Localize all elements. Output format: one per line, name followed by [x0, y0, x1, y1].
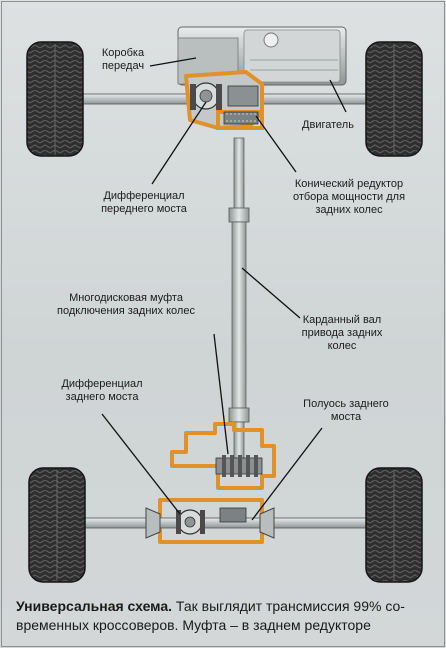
gearbox-label: Коробка передач [101, 47, 145, 72]
front-left-wheel [26, 41, 84, 157]
front-differential-label: Дифференциал переднего моста [101, 190, 187, 215]
rear-left-wheel [28, 467, 86, 583]
rear-differential-label: Дифференциал заднего моста [61, 378, 143, 403]
front-housing [184, 70, 264, 130]
bevel-gear-label: Конический редуктор отбора мощности для … [292, 178, 406, 216]
driveshaft-label: Карданный вал привода задних колес [301, 314, 383, 352]
front-right-wheel [365, 41, 423, 157]
engine-label: Двигатель [302, 119, 354, 131]
rear-axle [83, 507, 371, 539]
figure-caption: Универсальная схема. Так выглядит трансм… [16, 597, 436, 635]
half-shaft-label: Полуось заднего моста [303, 398, 389, 423]
multidisc-clutch-label: Многодисковая муфта подключения задних к… [57, 292, 195, 317]
rear-right-wheel [365, 467, 423, 583]
leader-lines [101, 57, 347, 521]
driveshaft [228, 137, 250, 459]
caption-text: Так выглядит трансмиссия 99% со- временн… [16, 598, 405, 633]
caption-title: Универсальная схема. [16, 598, 173, 614]
